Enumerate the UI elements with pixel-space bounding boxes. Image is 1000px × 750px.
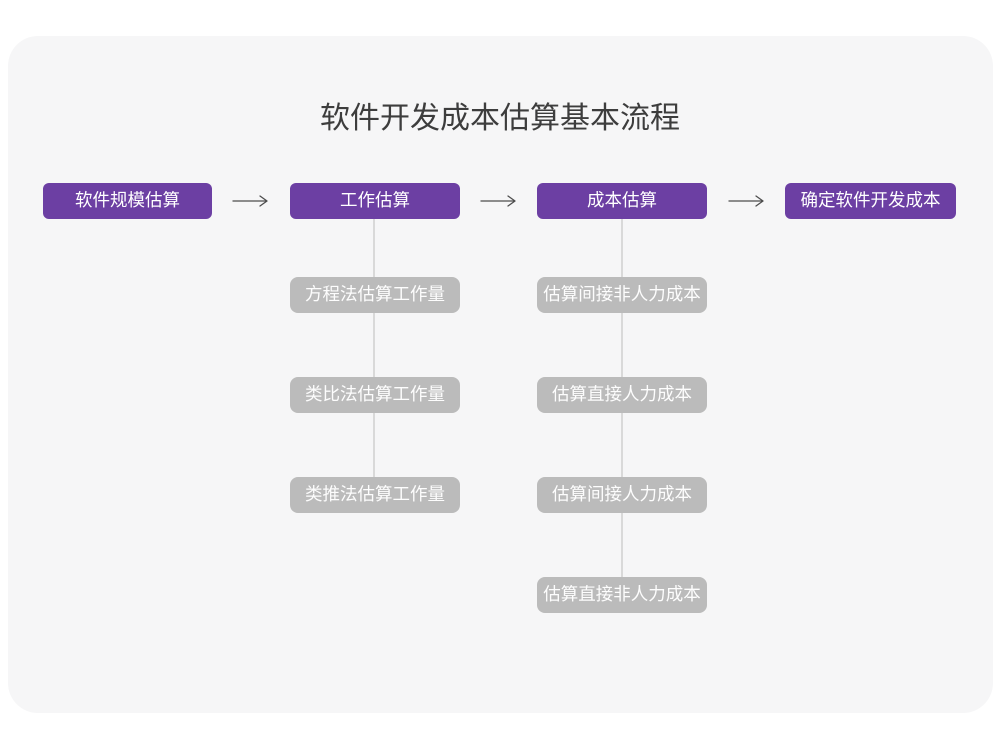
flow-step-label: 成本估算 xyxy=(587,190,657,211)
sub-step-analogy-method: 类比法估算工作量 xyxy=(290,377,460,413)
flow-step-label: 工作估算 xyxy=(340,190,410,211)
connector-line-work-estimation xyxy=(373,219,375,496)
sub-step-label: 估算直接人力成本 xyxy=(552,384,692,405)
right-arrow-icon xyxy=(480,195,516,207)
sub-step-label: 估算直接非人力成本 xyxy=(543,584,701,605)
sub-step-direct-non-labor-cost: 估算直接非人力成本 xyxy=(537,577,707,613)
right-arrow-icon xyxy=(728,195,764,207)
diagram-title: 软件开发成本估算基本流程 xyxy=(320,102,680,135)
sub-step-label: 方程法估算工作量 xyxy=(305,284,445,305)
flow-step-work-estimation: 工作估算 xyxy=(290,183,460,219)
flow-step-cost-estimation: 成本估算 xyxy=(537,183,707,219)
sub-step-extrapolation-method: 类推法估算工作量 xyxy=(290,477,460,513)
sub-step-label: 估算间接人力成本 xyxy=(552,484,692,505)
sub-step-equation-method: 方程法估算工作量 xyxy=(290,277,460,313)
sub-step-indirect-non-labor-cost: 估算间接非人力成本 xyxy=(537,277,707,313)
sub-step-label: 类比法估算工作量 xyxy=(305,384,445,405)
sub-step-indirect-labor-cost: 估算间接人力成本 xyxy=(537,477,707,513)
right-arrow-icon xyxy=(232,195,268,207)
sub-step-label: 估算间接非人力成本 xyxy=(543,284,701,305)
sub-step-label: 类推法估算工作量 xyxy=(305,484,445,505)
flow-step-determine-software-dev-cost: 确定软件开发成本 xyxy=(785,183,956,219)
flow-step-label: 软件规模估算 xyxy=(75,190,180,211)
flowchart-card xyxy=(8,36,993,713)
sub-step-direct-labor-cost: 估算直接人力成本 xyxy=(537,377,707,413)
flow-step-software-scale-estimation: 软件规模估算 xyxy=(43,183,212,219)
flow-step-label: 确定软件开发成本 xyxy=(800,190,941,211)
